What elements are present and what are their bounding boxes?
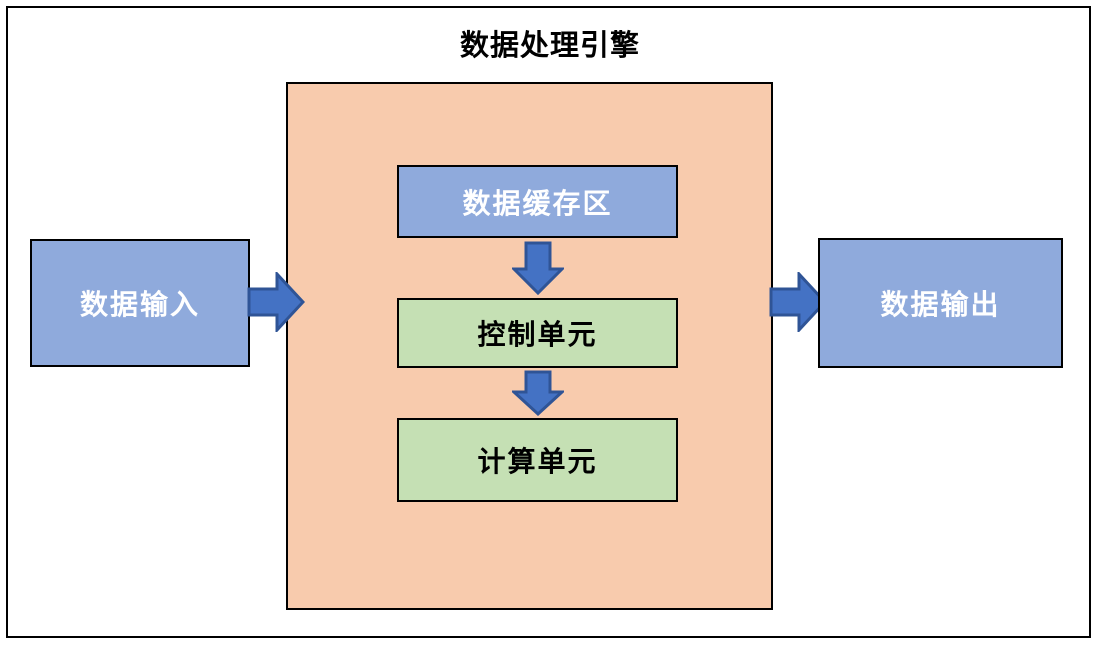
arrow-engine-to-output-icon bbox=[769, 272, 827, 332]
arrow-buffer-to-control-icon bbox=[512, 241, 564, 295]
node-control-unit-label: 控制单元 bbox=[477, 319, 598, 350]
node-data-output: 数据输出 bbox=[818, 238, 1063, 368]
arrow-control-to-compute-icon bbox=[512, 370, 564, 416]
diagram-title: 数据处理引擎 bbox=[459, 30, 640, 62]
node-data-input: 数据输入 bbox=[30, 239, 250, 367]
node-control-unit: 控制单元 bbox=[397, 298, 678, 368]
arrow-input-to-engine-icon bbox=[247, 272, 305, 332]
node-data-input-label: 数据输入 bbox=[79, 289, 200, 320]
node-compute-unit: 计算单元 bbox=[397, 418, 678, 502]
node-data-output-label: 数据输出 bbox=[880, 289, 1001, 320]
node-compute-unit-label: 计算单元 bbox=[477, 446, 598, 477]
node-data-buffer-label: 数据缓存区 bbox=[462, 187, 613, 219]
node-data-buffer: 数据缓存区 bbox=[397, 165, 678, 238]
